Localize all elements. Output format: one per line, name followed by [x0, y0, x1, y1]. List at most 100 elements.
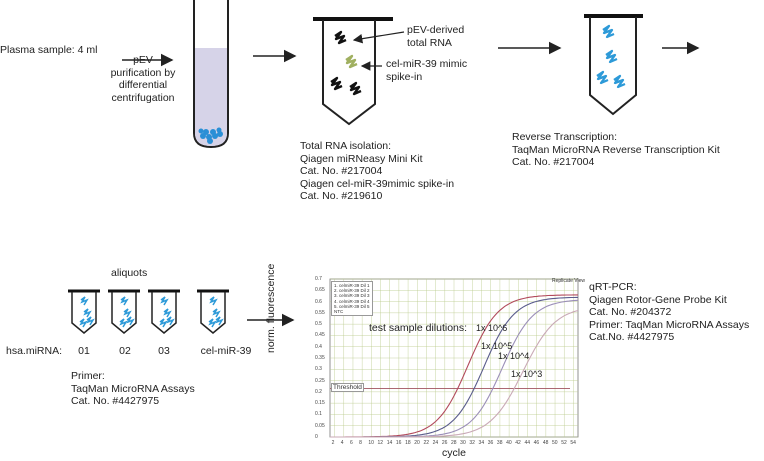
tube-label-01: 01: [78, 345, 90, 357]
mimic-line-2: spike-in: [386, 70, 423, 83]
x-tick-label: 54: [570, 440, 576, 446]
mimic-strand: [345, 54, 358, 69]
series-label-1e6: 1x 10^6: [476, 323, 508, 333]
amplification-curve-1x103: [330, 309, 579, 438]
x-tick-label: 44: [524, 440, 531, 446]
aliquot-tube: [108, 289, 140, 334]
series-label-1e3: 1x 10^3: [511, 369, 543, 379]
series-label-1e5: 1x 10^5: [481, 341, 513, 351]
reverse-transcription-caption: Reverse Transcription: TaqMan MicroRNA R…: [512, 131, 720, 169]
x-tick-label: 20: [414, 440, 420, 446]
caption-line: Qiagen cel-miR-39mimic spike-in: [300, 177, 455, 190]
y-tick-label: 0.1: [315, 411, 322, 418]
chart-ylabel: norm. fluorescence: [265, 263, 277, 353]
dilutions-annotation: test sample dilutions:: [369, 322, 468, 334]
y-tick-label: 0.4: [315, 343, 322, 350]
cdna-tube: [584, 14, 643, 116]
mimic-label: cel-miR-39 mimic spike-in: [386, 58, 467, 83]
y-tick-label: 0: [315, 434, 318, 440]
x-tick-label: 2: [331, 440, 335, 446]
pev-purification-text: pEV purification by differential centrif…: [97, 54, 189, 104]
caption-line: Total RNA isolation:: [300, 140, 392, 152]
replicate-view-note: Replicate View: [552, 278, 585, 284]
x-tick-label: 48: [542, 440, 549, 446]
caption-line: Primer:: [71, 370, 105, 382]
primer-caption: Primer: TaqMan MicroRNA Assays Cat. No. …: [71, 370, 195, 408]
x-tick-label: 18: [405, 440, 411, 446]
x-tick-label: 6: [349, 440, 353, 446]
x-tick-label: 26: [441, 440, 448, 446]
legend-item: NTC: [334, 309, 344, 315]
y-tick-label: 0.05: [315, 422, 325, 429]
plasma-sample-label: Plasma sample: 4 ml: [0, 44, 98, 56]
x-tick-label: 16: [395, 440, 402, 446]
x-tick-label: 40: [506, 440, 512, 446]
hsa-mirna-label: hsa.miRNA:: [6, 345, 63, 357]
caption-line: Qiagen Rotor-Gene Probe Kit: [589, 293, 727, 306]
legend-item: 2. celmiR-39 Dil 2: [334, 288, 370, 294]
x-tick-label: 52: [561, 440, 567, 446]
rna-strand: [334, 30, 347, 45]
x-tick-label: 42: [515, 440, 521, 446]
centrifugation-line: centrifugation: [111, 91, 175, 104]
y-tick-label: 0.7: [315, 276, 322, 282]
chart-legend: 1. celmiR-39 Dil 1 2. celmiR-39 Dil 2 3.…: [331, 281, 373, 317]
tube-label-03: 03: [158, 345, 170, 357]
caption-line: Cat.No. #4427975: [589, 331, 675, 343]
centrifuge-tube: [193, 0, 229, 149]
caption-line: Reverse Transcription:: [512, 131, 618, 143]
x-tick-label: 14: [386, 440, 393, 446]
legend-item: 1. celmiR-39 Dil 1: [334, 283, 370, 288]
y-tick-label: 0.6: [315, 298, 322, 305]
series-label-1e4: 1x 10^4: [498, 351, 530, 361]
threshold-label: Threshold: [331, 383, 364, 392]
x-tick-label: 8: [359, 440, 362, 446]
y-tick-label: 0.5: [315, 321, 322, 328]
x-tick-label: 34: [478, 440, 485, 446]
caption-line: Cat. No. #204372: [589, 306, 672, 318]
x-tick-label: 50: [552, 440, 558, 446]
total-rna-label: pEV-derived total RNA: [407, 24, 464, 49]
tube-label-cel-mir-39: cel-miR-39: [200, 345, 252, 357]
legend-item: 5. celmiR-39 Dil 5: [334, 303, 370, 309]
x-tick-label: 28: [451, 440, 457, 446]
total-rna-line-2: total RNA: [407, 36, 452, 49]
legend-item: 4. celmiR-39 Dil 4: [334, 298, 370, 304]
y-tick-label: 0.45: [315, 332, 325, 339]
x-tick-label: 4: [340, 440, 344, 446]
y-tick-label: 0.65: [315, 287, 325, 294]
legend-item: 3. celmiR-39 Dil 3: [334, 293, 370, 299]
caption-line: Cat. No. #4427975: [71, 395, 160, 407]
rna-tube: [313, 17, 405, 126]
x-tick-label: 22: [423, 440, 429, 446]
aliquot-tube: [148, 289, 180, 334]
mimic-line-1: cel-miR-39 mimic: [386, 58, 468, 70]
x-tick-label: 38: [496, 440, 503, 446]
x-tick-label: 24: [432, 440, 439, 446]
caption-line: Cat. No. #217004: [300, 165, 383, 177]
purification-line: purification by: [110, 66, 176, 79]
x-tick-label: 12: [377, 440, 384, 446]
caption-line: Qiagen miRNeasy Mini Kit: [300, 152, 423, 165]
chart-xlabel: cycle: [442, 447, 466, 459]
x-tick-label: 32: [469, 440, 475, 446]
aliquot-tubes: [68, 289, 229, 334]
total-rna-line-1: pEV-derived: [407, 24, 465, 36]
tube-label-02: 02: [119, 345, 131, 357]
caption-line: TaqMan MicroRNA Assays: [71, 382, 195, 395]
y-tick-label: 0.3: [315, 366, 322, 373]
qpcr-caption: qRT-PCR: Qiagen Rotor-Gene Probe Kit Cat…: [589, 281, 749, 344]
aliquot-tube: [68, 289, 100, 334]
y-tick-label: 0.15: [315, 400, 325, 407]
y-tick-label: 0.2: [315, 388, 322, 395]
caption-line: Cat. No. #217004: [512, 156, 595, 168]
y-tick-label: 0.25: [315, 377, 325, 384]
caption-line: qRT-PCR:: [589, 281, 637, 293]
caption-line: TaqMan MicroRNA Reverse Transcription Ki…: [512, 143, 720, 156]
y-tick-label: 0.55: [315, 309, 325, 316]
caption-line: Primer: TaqMan MicroRNA Assays: [589, 318, 750, 331]
aliquots-title: aliquots: [111, 267, 148, 279]
x-tick-label: 10: [368, 440, 374, 446]
x-tick-label: 36: [487, 440, 494, 446]
caption-line: Cat. No. #219610: [300, 190, 383, 202]
